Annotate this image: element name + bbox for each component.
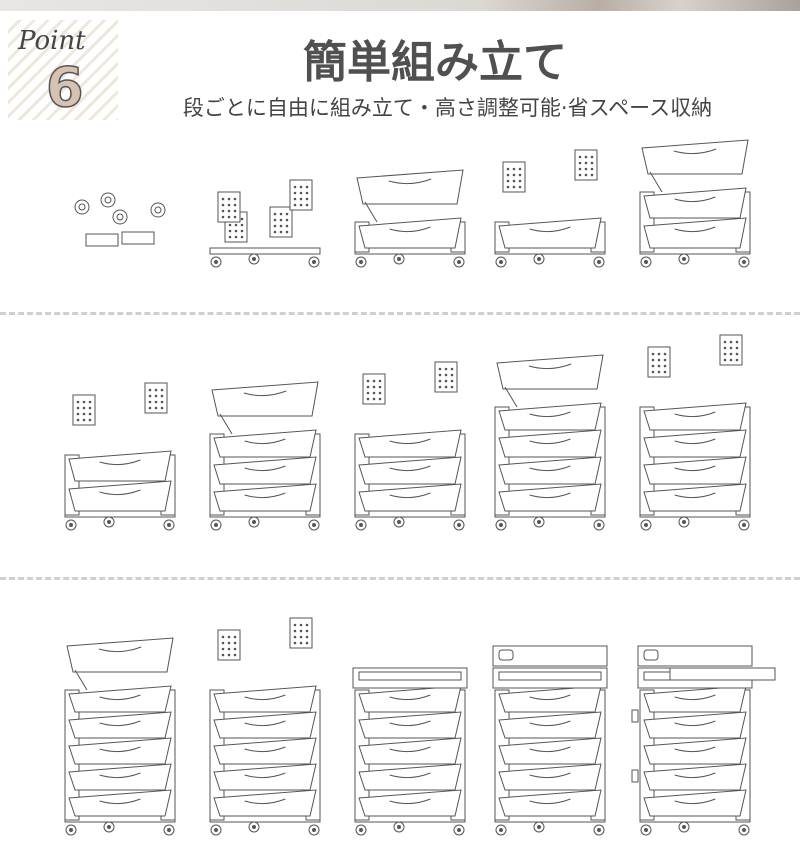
assembly-step-1-4 [494,149,606,268]
assembly-step-1-3 [354,169,466,268]
row-divider [0,312,800,315]
top-banner-image [0,0,800,11]
assembly-step-3-5 [631,645,776,836]
assembly-step-3-1 [64,637,176,836]
assembly-step-1-2 [209,179,321,268]
row-divider [0,577,800,580]
assembly-step-1-1 [74,192,166,247]
assembly-step-2-1 [64,382,176,531]
assembly-step-2-2 [209,381,321,531]
assembly-step-2-4 [494,354,606,531]
assembly-step-3-4 [492,645,608,836]
assembly-step-2-3 [354,361,466,531]
assembly-step-3-3 [352,667,468,836]
assembly-step-1-5 [639,139,751,268]
assembly-step-2-5 [639,334,751,531]
point-badge: Point 6 [8,20,118,120]
page-subtitle: 段ごとに自由に組み立て・高さ調整可能·省スペース収納 [182,96,713,120]
assembly-step-3-2 [209,617,321,836]
page-title: 簡単組み立て [303,37,567,88]
point-label: Point [18,26,86,56]
point-number: 6 [45,55,84,120]
